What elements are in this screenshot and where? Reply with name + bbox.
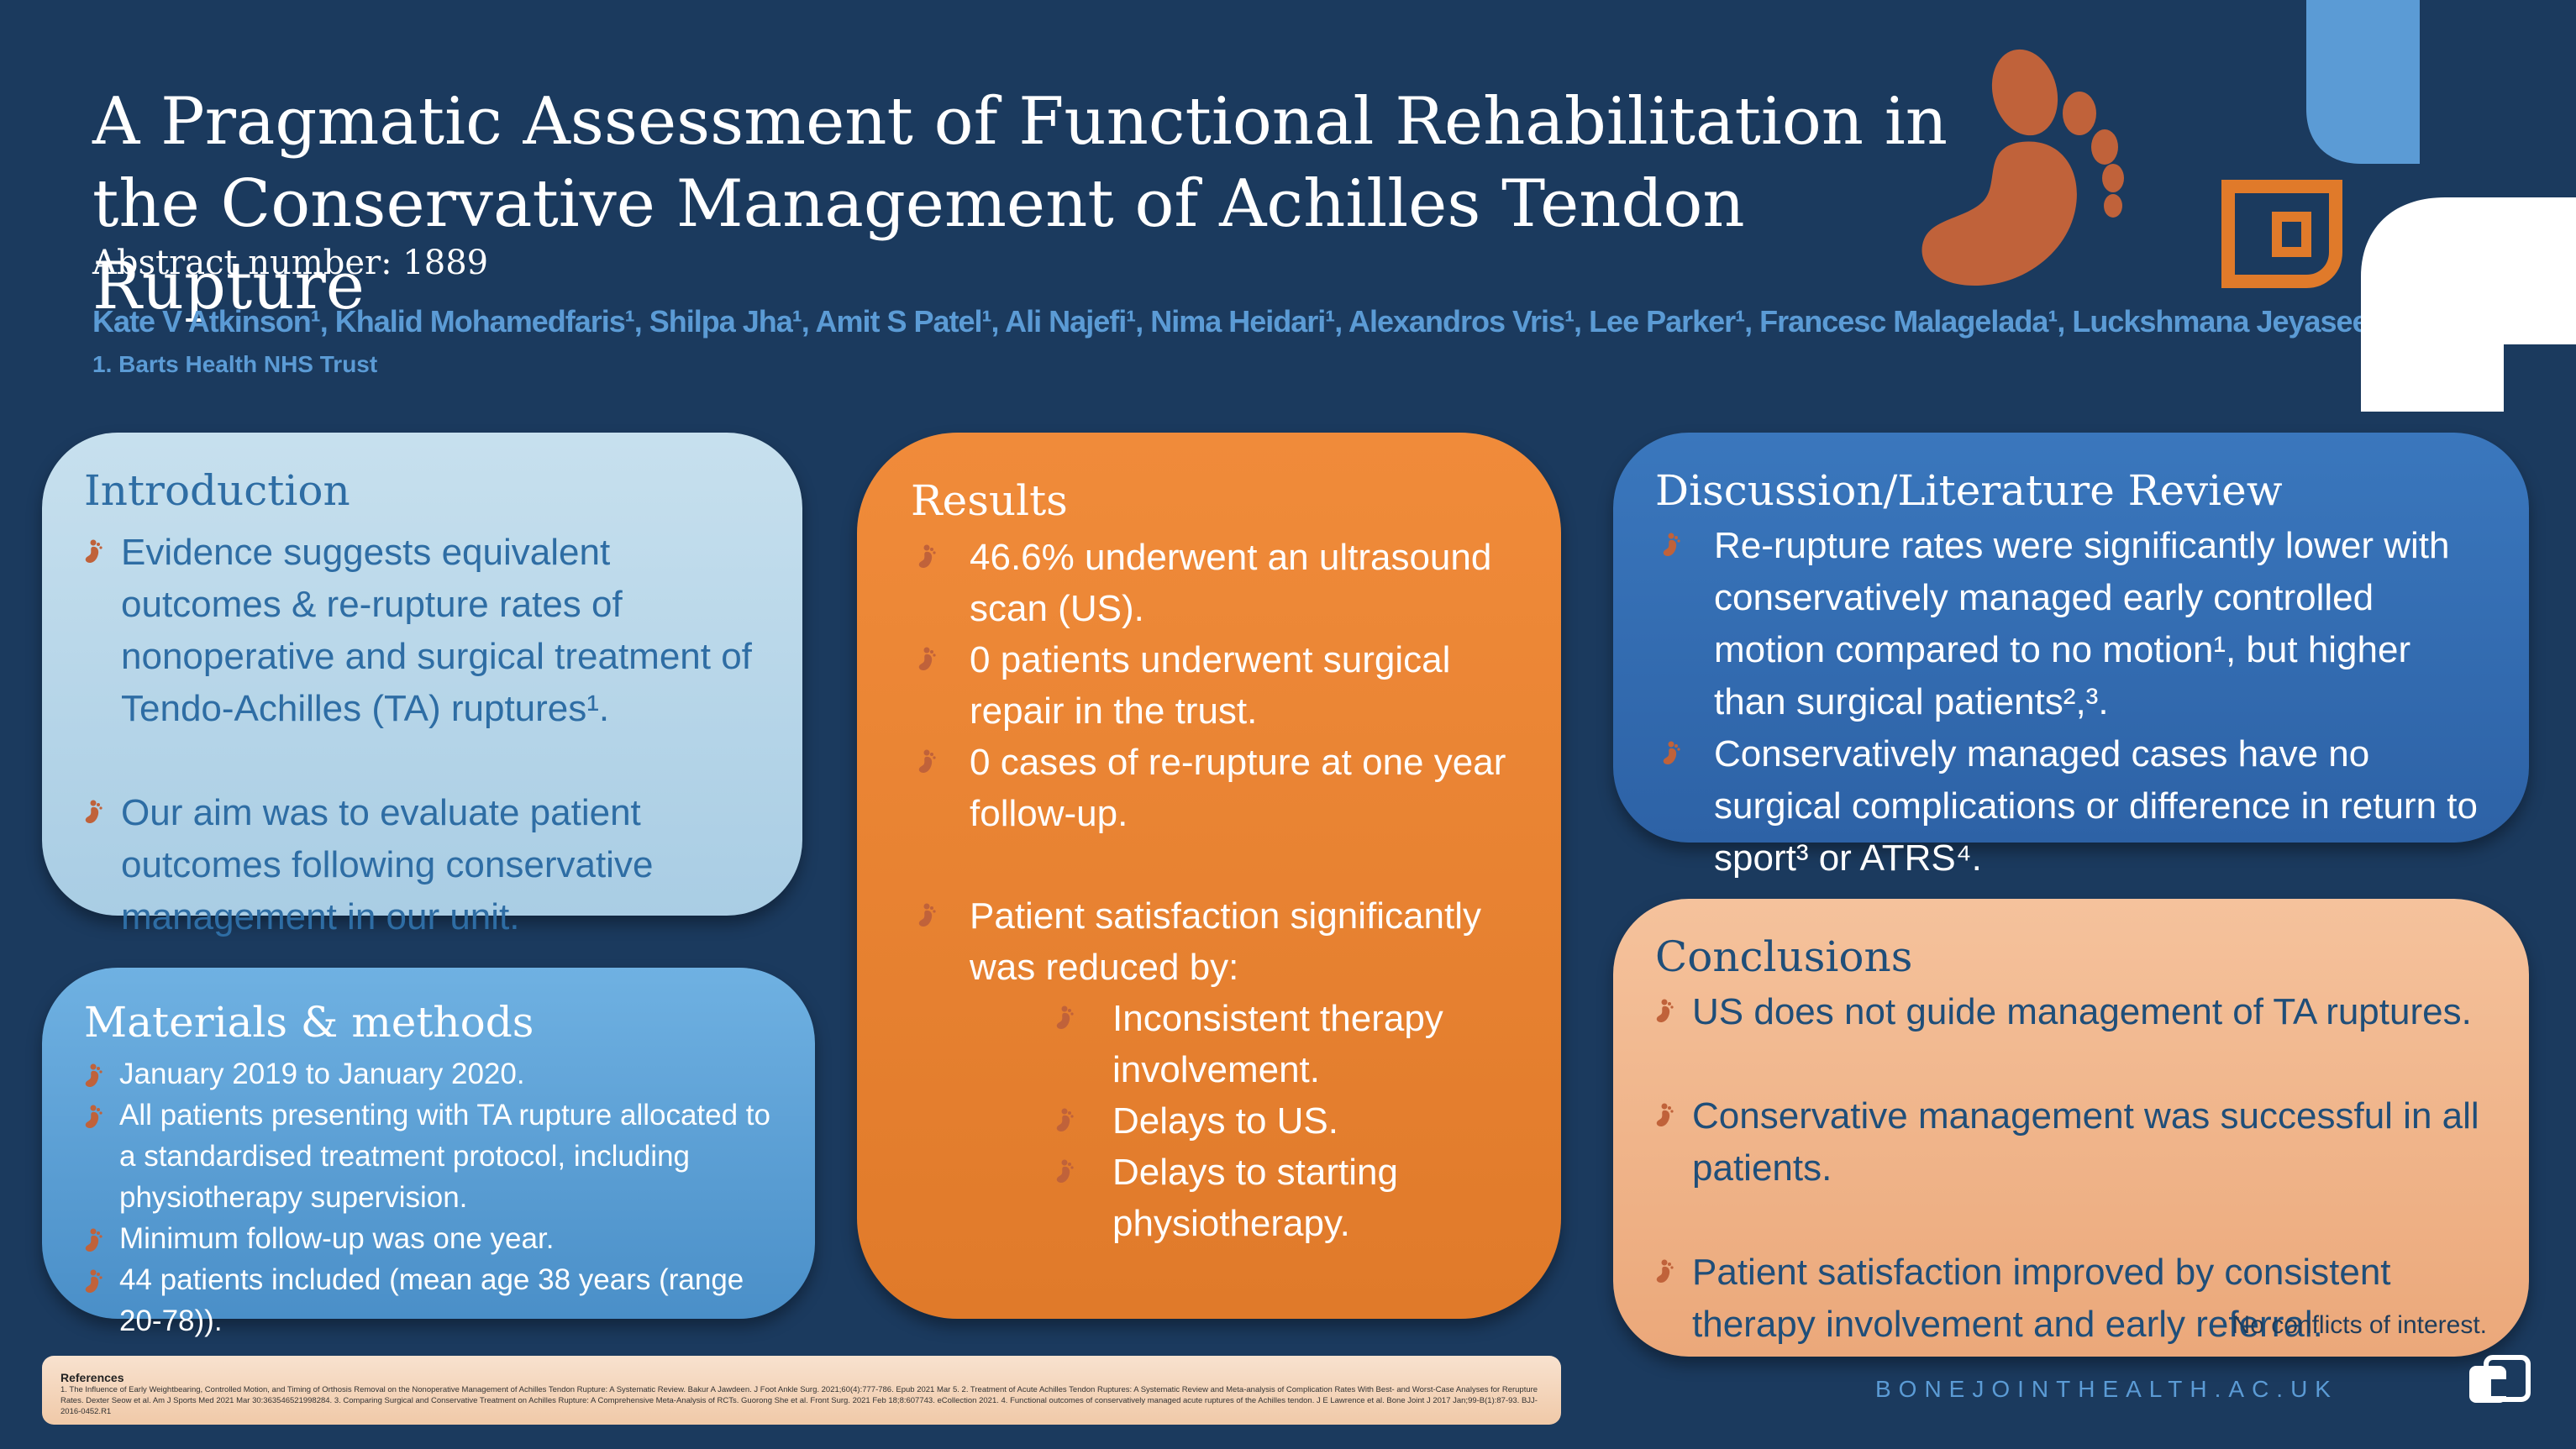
conclusions-text: Conservative management was successful i…: [1692, 1095, 2479, 1189]
bjh-logo-icon: [2469, 1355, 2531, 1403]
footprint-logo-icon: [1921, 49, 2124, 286]
footprint-bullet-icon: [1656, 1259, 1674, 1284]
list-item: Patient satisfaction improved by consist…: [1655, 1247, 2487, 1351]
sub-list-item: Inconsistent therapy involvement.: [911, 993, 1519, 1095]
results-heading: Results: [911, 476, 1068, 525]
conclusions-text: US does not guide management of TA ruptu…: [1692, 991, 2472, 1032]
results-text: Patient satisfaction significantly was r…: [970, 895, 1481, 988]
footprint-bullet-icon: [918, 544, 936, 569]
footprint-bullet-icon: [85, 1228, 103, 1252]
references-heading: References: [60, 1371, 124, 1384]
discussion-text: Conservatively managed cases have no sur…: [1714, 733, 2478, 879]
footprint-bullet-icon: [1656, 999, 1674, 1023]
footprint-bullet-icon: [918, 903, 936, 927]
footprint-bullet-icon: [918, 749, 936, 774]
footprint-bullet-icon: [1663, 741, 1680, 765]
introduction-heading: Introduction: [84, 466, 350, 515]
conflicts-note: No conflicts of interest.: [2232, 1311, 2487, 1339]
footprint-bullet-icon: [85, 1105, 103, 1129]
sub-list-item: Delays to starting physiotherapy.: [911, 1147, 1519, 1249]
methods-text: All patients presenting with TA rupture …: [119, 1099, 770, 1214]
footprint-bullet-icon: [85, 1269, 103, 1294]
results-panel: Results 46.6% underwent an ultrasound sc…: [857, 433, 1561, 1319]
footprint-bullet-icon: [1056, 1005, 1074, 1030]
footprint-bullet-icon: [85, 539, 103, 564]
footprint-bullet-icon: [85, 800, 103, 824]
conclusions-text: Patient satisfaction improved by consist…: [1692, 1252, 2391, 1345]
intro-text: Evidence suggests equivalent outcomes & …: [121, 532, 752, 729]
discussion-text: Re-rupture rates were significantly lowe…: [1714, 525, 2450, 722]
methods-text: January 2019 to January 2020.: [119, 1058, 525, 1090]
results-text: 0 cases of re-rupture at one year follow…: [970, 742, 1506, 834]
discussion-panel: Discussion/Literature Review Re-rupture …: [1613, 433, 2529, 879]
footprint-bullet-icon: [1056, 1108, 1074, 1132]
results-subtext: Inconsistent therapy involvement.: [1112, 998, 1443, 1090]
footprint-bullet-icon: [1663, 533, 1680, 557]
list-item: Evidence suggests equivalent outcomes & …: [84, 527, 760, 735]
footprint-bullet-icon: [1056, 1159, 1074, 1184]
references-box: References 1. The Influence of Early Wei…: [42, 1356, 1561, 1425]
list-item: US does not guide management of TA ruptu…: [1655, 986, 2487, 1038]
list-item: Conservative management was successful i…: [1655, 1090, 2487, 1194]
author-list: Kate V Atkinson¹, Khalid Mohamedfaris¹, …: [92, 304, 2420, 339]
list-item: Our aim was to evaluate patient outcomes…: [84, 787, 760, 943]
list-item: 0 cases of re-rupture at one year follow…: [911, 737, 1519, 839]
methods-text: Minimum follow-up was one year.: [119, 1222, 555, 1255]
introduction-panel: Introduction Evidence suggests equivalen…: [42, 433, 802, 937]
list-item: Patient satisfaction significantly was r…: [911, 890, 1519, 993]
intro-text: Our aim was to evaluate patient outcomes…: [121, 792, 654, 937]
conclusions-heading: Conclusions: [1655, 932, 1913, 981]
list-item: 44 patients included (mean age 38 years …: [84, 1259, 773, 1341]
footprint-bullet-icon: [918, 647, 936, 671]
results-subtext: Delays to starting physiotherapy.: [1112, 1152, 1398, 1244]
abstract-number: Abstract number: 1889: [92, 244, 489, 282]
list-item: Minimum follow-up was one year.: [84, 1218, 773, 1259]
references-text: 1. The Influence of Early Weightbearing,…: [60, 1385, 1538, 1416]
footprint-bullet-icon: [85, 1063, 103, 1088]
list-item: Re-rupture rates were significantly lowe…: [1655, 520, 2487, 728]
results-text: 46.6% underwent an ultrasound scan (US).: [970, 537, 1492, 629]
poster-title: A Pragmatic Assessment of Functional Reh…: [92, 84, 1948, 324]
sub-list-item: Delays to US.: [911, 1095, 1519, 1147]
list-item: All patients presenting with TA rupture …: [84, 1095, 773, 1218]
list-item: 0 patients underwent surgical repair in …: [911, 634, 1519, 737]
results-text: 0 patients underwent surgical repair in …: [970, 639, 1451, 732]
discussion-heading: Discussion/Literature Review: [1655, 466, 2283, 515]
list-item: January 2019 to January 2020.: [84, 1053, 773, 1095]
methods-heading: Materials & methods: [84, 998, 534, 1047]
corner-shapes-icon: [2221, 0, 2576, 412]
list-item: 46.6% underwent an ultrasound scan (US).: [911, 532, 1519, 634]
methods-text: 44 patients included (mean age 38 years …: [119, 1263, 744, 1337]
affiliation: 1. Barts Health NHS Trust: [92, 351, 378, 377]
conclusions-panel: Conclusions US does not guide management…: [1613, 899, 2529, 1357]
results-subtext: Delays to US.: [1112, 1100, 1338, 1142]
list-item: Conservatively managed cases have no sur…: [1655, 728, 2487, 885]
website-link[interactable]: BONEJOINTHEALTH.AC.UK: [1875, 1376, 2338, 1402]
footprint-bullet-icon: [1656, 1103, 1674, 1127]
methods-panel: Materials & methods January 2019 to Janu…: [42, 968, 815, 1337]
